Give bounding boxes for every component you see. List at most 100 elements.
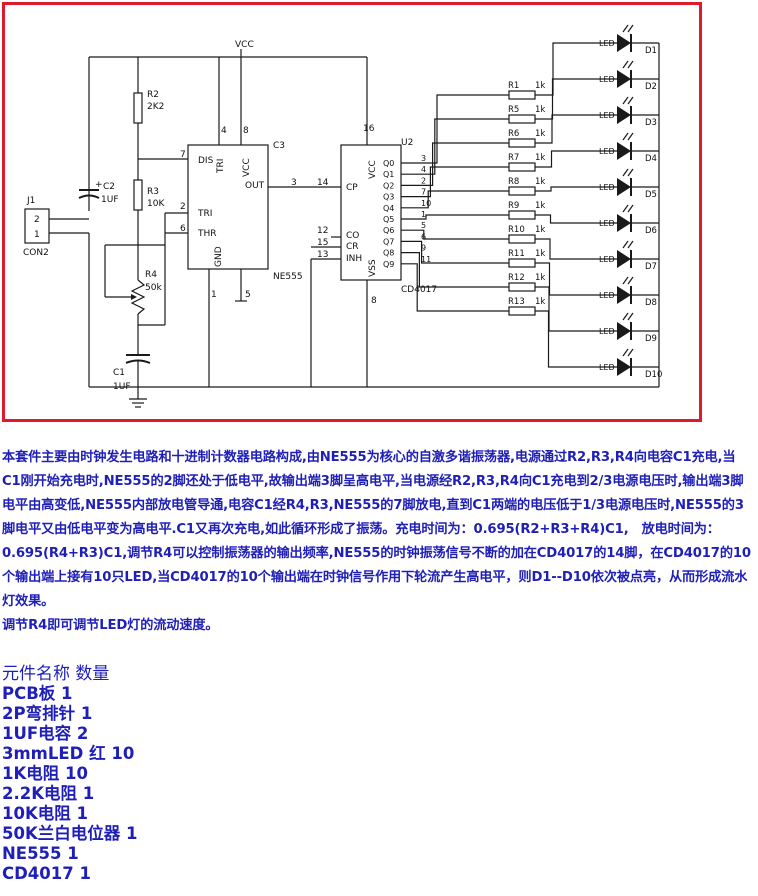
cd4017-pin13: 13 [317, 250, 328, 260]
j1-name: CON2 [23, 248, 49, 258]
ne555-pin7: 7 [180, 150, 186, 160]
resistor-body [508, 186, 536, 196]
ne555-pin3: 3 [291, 178, 297, 188]
ne555-name: NE555 [273, 272, 303, 282]
cd4017-pin-cp: CP [346, 183, 358, 193]
cd4017-output-pin: 2 [421, 176, 426, 185]
cd4017-pin15: 15 [317, 238, 328, 248]
resistor-value: 1k [535, 297, 545, 307]
cd4017-output-pin: 4 [421, 165, 426, 174]
resistor-value: 1k [535, 81, 545, 91]
led-emission-arrow-icon [622, 132, 629, 141]
cd4017-output-pin: 7 [421, 188, 426, 197]
output-trace [401, 94, 509, 164]
c2-value: 1UF [101, 195, 119, 205]
led-emission-arrow-icon [622, 240, 629, 249]
cd4017-output-label: Q8 [383, 249, 394, 258]
connector-j1: J1 2 1 CON2 [23, 196, 89, 258]
cd4017-output-label: Q0 [383, 159, 394, 168]
c1-value: 1UF [113, 382, 131, 392]
led-emission-arrow-icon [627, 132, 634, 141]
cd4017-output-label: Q2 [383, 181, 394, 190]
j1-pin1: 1 [34, 230, 40, 240]
cd4017-output-label: Q3 [383, 193, 394, 202]
resistor-r3: R3 10K [133, 179, 165, 211]
ne555-pin-out: OUT [245, 181, 265, 191]
led-trace [535, 42, 617, 96]
cd4017-output-pin: 10 [421, 199, 431, 208]
r2-ref: R2 [147, 90, 159, 100]
led-label: LED [599, 291, 615, 300]
resistor-value: 1k [535, 129, 545, 139]
c2-plus: + [95, 180, 103, 190]
led-diode-icon [617, 34, 631, 52]
ic-cd4017: U2 CD4017 VCC CP CO CR INH VSS 16 14 12 … [311, 124, 437, 306]
output-trace [401, 118, 509, 175]
resistor-ref: R5 [508, 105, 519, 115]
led-trace [535, 238, 617, 260]
resistor-ref: R12 [508, 273, 525, 283]
ne555-pin5: 5 [245, 290, 251, 300]
parts-list-item: 10K电阻 1 [2, 804, 88, 823]
led-emission-arrow-icon [627, 60, 634, 69]
c2-ref: C2 [103, 182, 115, 192]
resistor-ref: R1 [508, 81, 519, 91]
led-diode-icon [617, 322, 631, 340]
resistor-body [508, 258, 536, 268]
resistor-value: 1k [535, 153, 545, 163]
resistor-ref: R9 [508, 201, 519, 211]
cd4017-output-pin: 1 [421, 210, 426, 219]
circuit-schematic: VCC J1 2 1 CON2 + C2 1UF R2 2K2 R3 10K [23, 24, 662, 408]
led-ref: D9 [645, 334, 657, 344]
led-label: LED [599, 183, 615, 192]
resistor-body [508, 162, 536, 172]
led-label: LED [599, 111, 615, 120]
r3-ref: R3 [147, 187, 159, 197]
led-trace [535, 186, 617, 192]
led-emission-arrow-icon [622, 348, 629, 357]
led-trace [535, 262, 617, 296]
resistor-body [508, 90, 536, 100]
ne555-pin-tri: TRI [197, 209, 212, 219]
led-emission-arrow-icon [622, 24, 629, 33]
circuit-description: 本套件主要由时钟发生电路和十进制计数器电路构成,由NE555为核心的自激多谐振荡… [2, 446, 752, 638]
led-trace [535, 78, 617, 120]
led-diode-icon [617, 250, 631, 268]
resistor-ref: R11 [508, 249, 525, 259]
parts-list-item: CD4017 1 [2, 864, 91, 883]
led-trace [535, 214, 617, 224]
description-paragraph-2: 调节R4即可调节LED灯的流动速度。 [2, 618, 219, 633]
led-diode-icon [617, 106, 631, 124]
cd4017-pin-vcc: VCC [368, 160, 378, 179]
resistor-body [508, 138, 536, 148]
r4-ref: R4 [145, 270, 157, 280]
ne555-pin2: 2 [180, 202, 186, 212]
cd4017-pin12: 12 [317, 226, 328, 236]
parts-list-item: 1K电阻 10 [2, 764, 88, 783]
parts-list-item: 2P弯排针 1 [2, 704, 93, 723]
led-label: LED [599, 327, 615, 336]
led-diode-icon [617, 358, 631, 376]
resistor-r2: R2 2K2 [133, 90, 164, 124]
cd4017-pin-co: CO [346, 231, 359, 241]
capacitor-c2: + C2 1UF [78, 180, 119, 205]
led-emission-arrow-icon [627, 168, 634, 177]
ne555-ref: C3 [273, 141, 285, 151]
resistor-body [508, 306, 536, 316]
ne555-pin6: 6 [180, 224, 186, 234]
parts-list-item: 3mmLED 红 10 [2, 744, 135, 763]
output-trace [401, 190, 509, 209]
cd4017-pin-inh: INH [346, 254, 362, 264]
led-diode-icon [617, 70, 631, 88]
cd4017-pin8: 8 [371, 296, 377, 306]
resistor-value: 1k [535, 105, 545, 115]
cd4017-output-label: Q4 [383, 204, 394, 213]
led-emission-arrow-icon [627, 276, 634, 285]
led-ref: D3 [645, 118, 657, 128]
ground-rail [88, 43, 660, 408]
j1-ref: J1 [26, 196, 35, 206]
output-trace [401, 214, 509, 220]
